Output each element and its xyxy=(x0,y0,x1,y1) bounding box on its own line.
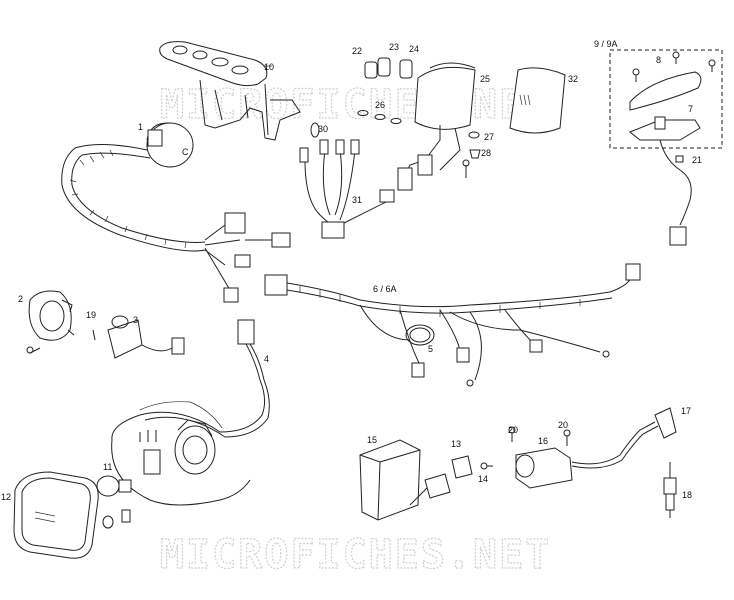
svg-text:C: C xyxy=(182,147,189,157)
part-label-22: 22 xyxy=(352,46,362,56)
part-label-2: 2 xyxy=(18,294,23,304)
main-harness xyxy=(61,143,291,303)
meter-cover xyxy=(509,67,566,134)
part-label-13: 13 xyxy=(451,439,461,449)
part-label-10: 10 xyxy=(264,62,274,72)
part-label-20a: 20 xyxy=(508,425,518,435)
meter-unit xyxy=(397,62,476,191)
part-label-3: 3 xyxy=(133,315,138,325)
headlight-socket xyxy=(139,419,216,475)
part-label-18: 18 xyxy=(682,490,692,500)
relay xyxy=(92,315,185,359)
part-label-14: 14 xyxy=(478,474,488,484)
part-label-5: 5 xyxy=(428,344,433,354)
headlight-bulbs xyxy=(96,475,132,529)
tail-light-wire xyxy=(659,139,692,246)
rings xyxy=(357,110,402,124)
part-label-28: 28 xyxy=(481,148,491,158)
spark-plug xyxy=(663,462,677,518)
part-label-17: 17 xyxy=(681,406,691,416)
cdi-module xyxy=(359,439,436,521)
small-bolts xyxy=(462,131,481,178)
part-label-6: 6 / 6A xyxy=(373,284,397,294)
part-label-24: 24 xyxy=(409,44,419,54)
ignition-coil xyxy=(508,421,659,489)
small-caps xyxy=(364,57,413,79)
horn xyxy=(26,290,75,354)
spark-plug-cap xyxy=(654,407,677,439)
part-label-31: 31 xyxy=(352,195,362,205)
part-label-7: 7 xyxy=(688,104,693,114)
part-label-25: 25 xyxy=(480,74,490,84)
part-label-27: 27 xyxy=(484,132,494,142)
part-label-20b: 20 xyxy=(558,420,568,430)
connector-13 xyxy=(424,455,493,499)
part-label-15: 15 xyxy=(367,435,377,445)
part-label-16: 16 xyxy=(538,436,548,446)
part-label-12: 12 xyxy=(1,492,11,502)
cable-clamp xyxy=(405,324,435,346)
watermark-top: MICROFICHES.NET xyxy=(160,82,551,128)
bulb-harness xyxy=(299,122,395,239)
part-label-1: 1 xyxy=(138,122,143,132)
part-label-11: 11 xyxy=(103,462,112,472)
part-label-9: 9 / 9A xyxy=(594,39,618,49)
part-label-32: 32 xyxy=(568,74,578,84)
switch-part: C xyxy=(146,122,194,168)
long-harness xyxy=(264,263,641,387)
part-label-21: 21 xyxy=(692,155,702,165)
tail-light-box xyxy=(609,49,723,149)
part-label-23: 23 xyxy=(389,42,399,52)
part-label-30: 30 xyxy=(318,124,328,134)
part-label-4: 4 xyxy=(264,354,269,364)
headlight-lens xyxy=(13,471,99,559)
part-label-26: 26 xyxy=(375,100,385,110)
part-label-19: 19 xyxy=(86,310,96,320)
part-label-8: 8 xyxy=(656,55,661,65)
instrument-bracket xyxy=(159,41,301,141)
watermark-bottom: MICROFICHES.NET xyxy=(160,532,551,578)
